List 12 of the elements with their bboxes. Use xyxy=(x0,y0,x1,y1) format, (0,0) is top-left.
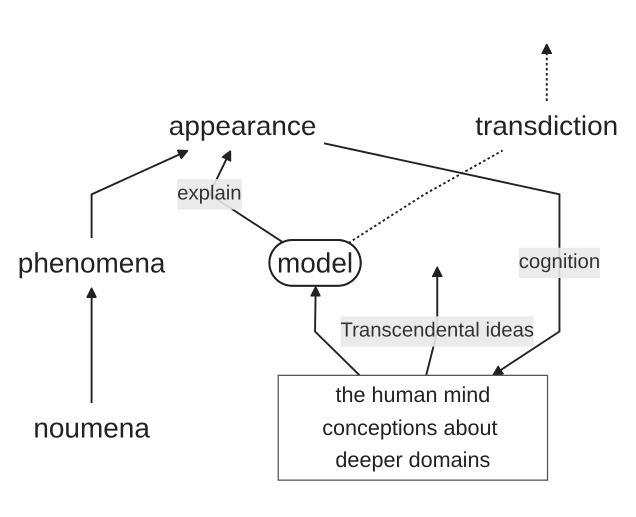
model-ellipse: model xyxy=(268,239,362,288)
node-label: phenomena xyxy=(18,247,166,280)
arrow xyxy=(86,288,98,404)
dashed-line xyxy=(348,150,504,244)
arrow xyxy=(90,150,189,238)
node-label: appearance xyxy=(168,110,316,142)
dashed-arrow xyxy=(541,44,552,102)
concept-box: the human mind conceptions about deeper domains xyxy=(278,375,548,482)
node-label: noumena xyxy=(33,412,150,444)
node-label: transdiction xyxy=(475,110,618,142)
arrow xyxy=(310,286,360,376)
arrow xyxy=(324,142,560,376)
